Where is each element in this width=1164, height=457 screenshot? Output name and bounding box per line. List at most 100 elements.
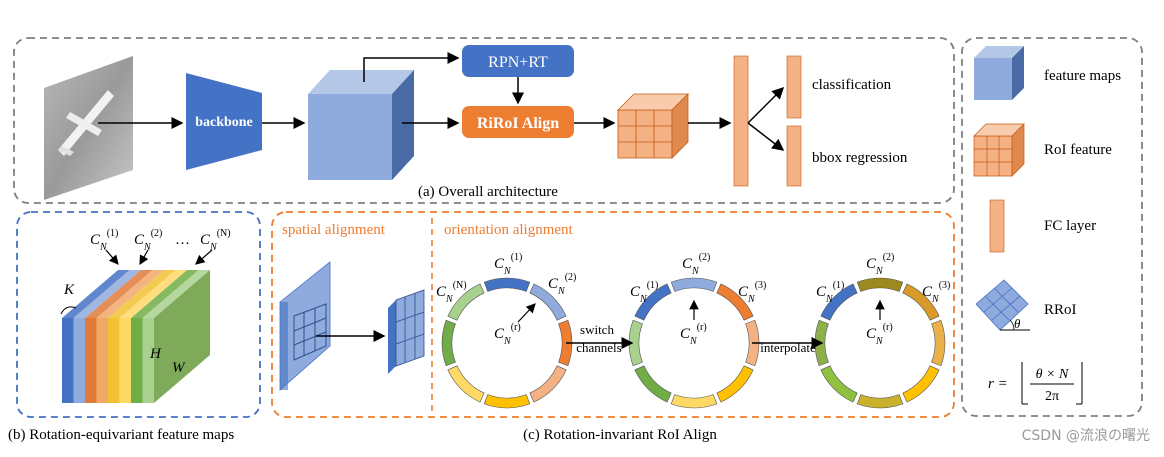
backbone-block: backbone <box>186 73 262 170</box>
svg-text:CN(N): CN(N) <box>436 280 467 305</box>
switch-label: switch <box>580 322 614 337</box>
ring1-pointer <box>517 303 536 323</box>
svg-text:CN(3): CN(3) <box>922 280 950 305</box>
feature-slice-top <box>85 270 153 318</box>
legend-fc-layer-label: FC layer <box>1044 218 1096 234</box>
ring-segment <box>902 365 940 403</box>
feature-slice <box>96 318 108 403</box>
orientation-ring-2 <box>628 277 760 409</box>
ring1-labels: CN(N) CN(1) CN(2) CN(r) <box>436 252 576 347</box>
svg-text:2π: 2π <box>1045 389 1059 404</box>
legend-feature-maps-icon <box>974 46 1024 100</box>
feature-slice <box>131 318 143 403</box>
ring-segment <box>634 283 672 321</box>
arrow-label-slice1 <box>105 249 119 265</box>
feature-slice-top <box>119 270 187 318</box>
orientation-ring-3 <box>814 277 946 409</box>
ring-segment <box>483 394 531 409</box>
rroi-align-box: RiRoI Align <box>462 106 574 138</box>
ring-segment <box>716 365 754 403</box>
ring-segment <box>558 319 573 367</box>
h-label: H <box>149 346 162 362</box>
svg-text:r =: r = <box>988 376 1008 392</box>
feature-stack-side <box>154 270 210 403</box>
arrow-label-sliceN <box>195 249 213 265</box>
feature-maps-panel <box>16 211 261 418</box>
feature-slice <box>73 318 85 403</box>
legend-rroi-label: RRoI <box>1044 302 1077 318</box>
legend-panel <box>961 37 1143 417</box>
legend-rroi-icon: θ <box>975 279 1030 331</box>
svg-text:CN(2): CN(2) <box>134 228 162 253</box>
fc-layer-main <box>733 55 749 187</box>
feature-slice <box>119 318 131 403</box>
feature-slice <box>142 318 154 403</box>
svg-text:CN(r): CN(r) <box>866 322 893 347</box>
ring-segment <box>670 277 718 292</box>
ring-segment <box>447 283 485 321</box>
bbox-regression-label: bbox regression <box>812 150 908 166</box>
fc-layer-bbox <box>786 125 802 187</box>
svg-text:CN(1): CN(1) <box>630 280 658 305</box>
arrow-fc-classification <box>747 86 785 124</box>
backbone-label: backbone <box>195 115 253 130</box>
feature-slice-top <box>131 270 199 318</box>
arrow-cube-rpn <box>363 52 460 82</box>
ring-segment <box>820 283 858 321</box>
svg-text:CN(2): CN(2) <box>866 252 894 277</box>
orientation-ring-1 <box>441 277 573 409</box>
legend-fc-layer-icon <box>989 199 1005 253</box>
rpn-rt-label: RPN+RT <box>488 54 548 71</box>
svg-text:CN(2): CN(2) <box>682 252 710 277</box>
k-label: K <box>63 282 75 298</box>
legend-roi-feature-icon <box>973 123 1025 177</box>
formula: r = θ × N 2π <box>988 362 1083 405</box>
theta-label: θ <box>1014 316 1021 331</box>
roi-feature-cube <box>617 93 689 159</box>
ring-segment <box>856 277 904 292</box>
spatial-feature-plane <box>279 261 331 391</box>
ring-segment <box>670 394 718 409</box>
aligned-roi-grid <box>388 289 425 374</box>
feature-maps-caption: (b) Rotation-equivariant feature maps <box>8 427 234 443</box>
rroi-align-caption: (c) Rotation-invariant RoI Align <box>523 427 717 443</box>
svg-text:CN(2): CN(2) <box>548 272 576 297</box>
svg-text:θ × N: θ × N <box>1036 367 1069 382</box>
svg-text:CN(1): CN(1) <box>90 228 118 253</box>
ring-segment <box>716 283 754 321</box>
feature-stack <box>62 270 210 403</box>
interpolate-label: interpolate <box>760 340 816 355</box>
ring3-labels: CN(1) CN(2) CN(3) CN(r) <box>816 252 950 347</box>
feature-slice-top <box>96 270 164 318</box>
feature-slice <box>85 318 97 403</box>
legend-roi-feature-label: RoI feature <box>1044 142 1112 158</box>
feature-slice-top <box>142 270 210 318</box>
w-label: W <box>172 360 186 376</box>
svg-text:CN(3): CN(3) <box>738 280 766 305</box>
overall-architecture-panel <box>13 37 955 204</box>
svg-text:CN(N): CN(N) <box>200 228 231 253</box>
ring-segment <box>856 394 904 409</box>
ring-segment <box>902 283 940 321</box>
input-aerial-image <box>44 56 133 200</box>
rroi-align-label: RiRoI Align <box>477 115 559 132</box>
feature-slice-top <box>73 270 141 318</box>
feature-slice <box>108 318 120 403</box>
ring-segment <box>820 365 858 403</box>
svg-text:CN(1): CN(1) <box>494 252 522 277</box>
ring-segment <box>447 365 485 403</box>
rroi-align-panel <box>271 211 955 418</box>
ring-segment <box>634 365 672 403</box>
feature-map-cube <box>308 70 414 180</box>
ring-segment <box>483 277 531 292</box>
k-brace <box>60 306 77 315</box>
ring-segment <box>628 319 643 367</box>
orientation-alignment-title: orientation alignment <box>444 222 574 238</box>
ring2-labels: CN(1) CN(2) CN(3) CN(r) <box>630 252 766 347</box>
classification-label: classification <box>812 77 892 93</box>
feature-stack-top-labels: CN(1) CN(2) … CN(N) <box>90 228 231 253</box>
spatial-alignment-title: spatial alignment <box>282 222 386 238</box>
feature-slice-top <box>62 270 130 318</box>
ring-segment <box>441 319 456 367</box>
